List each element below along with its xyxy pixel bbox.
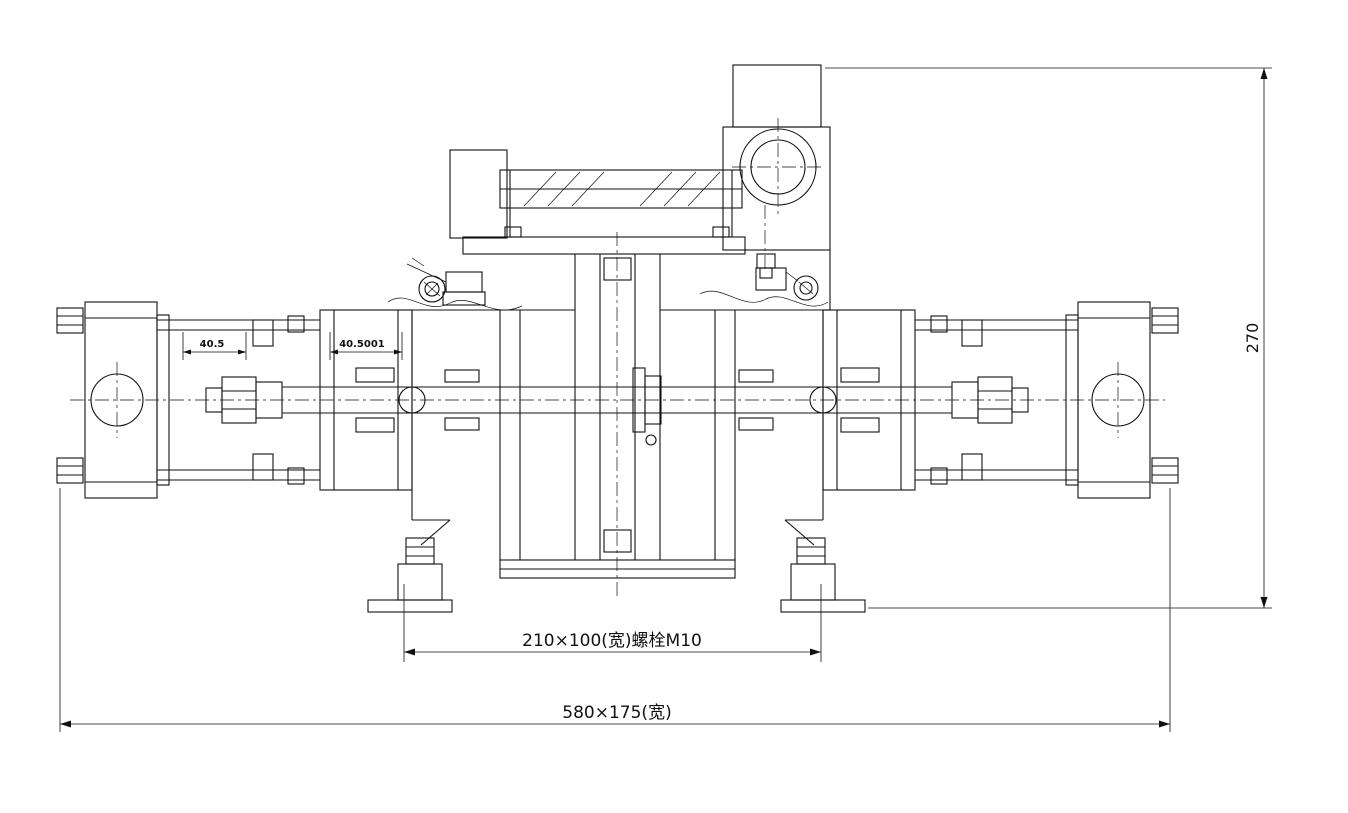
mounting-plate bbox=[462, 236, 746, 255]
dim-height-label: 270 bbox=[1243, 323, 1262, 354]
left-end-cap bbox=[56, 301, 170, 499]
hex-bolt-icon bbox=[405, 537, 435, 565]
dimension-height-270: 270 bbox=[825, 67, 1272, 609]
dim-left-spacing-label: 40.5 bbox=[200, 339, 225, 350]
centerlines bbox=[70, 118, 1165, 600]
dim-right-spacing-label: 40.5001 bbox=[339, 339, 385, 350]
dim-overall-label: 580×175(宽) bbox=[562, 703, 671, 723]
left-cylinder-tube bbox=[157, 315, 320, 485]
dimension-right-spacing: 40.5001 bbox=[329, 332, 403, 360]
right-end-cap bbox=[1065, 301, 1179, 499]
main-shaft bbox=[205, 367, 1029, 446]
shaft-port bbox=[809, 386, 837, 414]
central-column bbox=[574, 254, 661, 560]
dim-bolt-span-label: 210×100(宽)螺栓M10 bbox=[522, 631, 702, 651]
section-hatch bbox=[523, 171, 721, 207]
central-body bbox=[411, 309, 824, 579]
top-assembly bbox=[449, 64, 831, 311]
shaft-port bbox=[398, 386, 426, 414]
right-mid-flange bbox=[822, 309, 916, 491]
hex-bolt-icon bbox=[1151, 457, 1179, 484]
mounting-feet bbox=[367, 537, 866, 613]
hex-bolt-icon bbox=[56, 307, 84, 334]
hex-bolt-icon bbox=[56, 457, 84, 484]
right-cylinder-tube bbox=[915, 315, 1078, 485]
dimension-bolt-span: 210×100(宽)螺栓M10 bbox=[403, 584, 822, 662]
dimension-overall: 580×175(宽) bbox=[59, 488, 1171, 732]
top-cap bbox=[732, 64, 822, 128]
hex-bolt-icon bbox=[1151, 307, 1179, 334]
dimension-left-spacing: 40.5 bbox=[182, 332, 247, 360]
right-sensor-fitting bbox=[699, 267, 829, 307]
port-bore bbox=[739, 128, 817, 206]
left-sensor-fitting bbox=[387, 257, 523, 311]
